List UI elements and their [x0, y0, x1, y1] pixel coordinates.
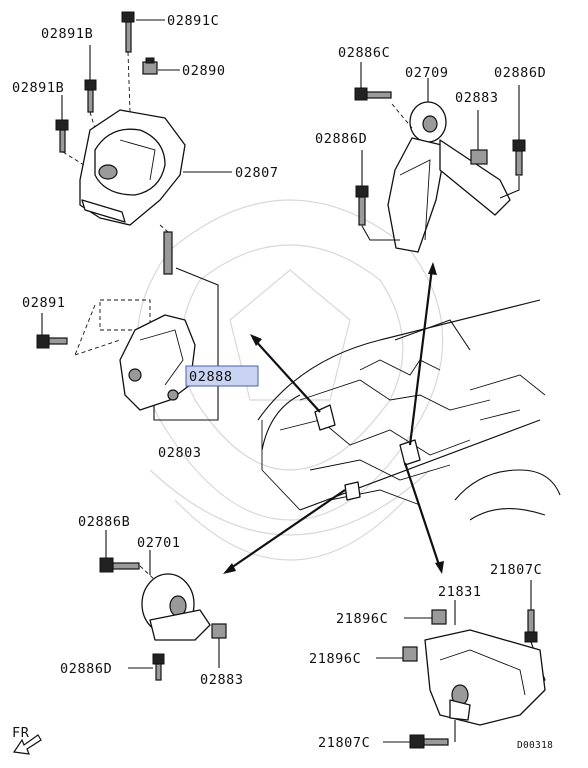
- nut-02883-second-icon: [211, 623, 227, 639]
- bolt-02886d-second-icon: [355, 185, 369, 226]
- bolt-02891b-second-icon: [55, 119, 69, 153]
- mount-bracket-02803: [36, 299, 196, 411]
- diagram-id: D00318: [517, 740, 553, 751]
- highlight-02888: [185, 365, 259, 387]
- label-02890: 02890: [182, 63, 226, 79]
- label-02891: 02891: [22, 295, 66, 311]
- label-02891b: 02891B: [41, 26, 93, 42]
- label-02888: 02888: [189, 369, 233, 385]
- front-mount-02701: [99, 530, 227, 681]
- label-02886b: 02886B: [78, 514, 130, 530]
- label-02891b-second: 02891B: [12, 80, 64, 96]
- bolt-02891b-icon: [84, 79, 97, 113]
- label-02891c: 02891C: [167, 13, 219, 29]
- label-02803: 02803: [158, 445, 202, 461]
- front-indicator-label: FR: [12, 725, 30, 741]
- label-02886d-second: 02886D: [315, 131, 367, 147]
- label-21831: 21831: [438, 584, 482, 600]
- rear-mount-bracket-02709: [354, 62, 526, 253]
- nut-02883-icon: [470, 149, 488, 165]
- nut-02890-icon: [142, 57, 158, 75]
- label-21807c: 21807C: [490, 562, 542, 578]
- bolt-21807c-icon: [524, 609, 538, 643]
- label-02883: 02883: [455, 90, 499, 106]
- bolt-02891c-icon: [121, 11, 135, 53]
- bolt-02891-icon: [36, 334, 68, 349]
- label-21896c-second: 21896C: [309, 651, 361, 667]
- label-21807c-second: 21807C: [318, 735, 370, 751]
- front-direction-arrow-icon: [12, 734, 42, 755]
- upper-engine-mount-assembly: [55, 11, 232, 226]
- label-02886d-third: 02886D: [60, 661, 112, 677]
- leader-arrows: [223, 262, 444, 574]
- label-02883-second: 02883: [200, 672, 244, 688]
- bolt-02886b-icon: [99, 557, 140, 573]
- bolt-02886d-icon: [512, 139, 526, 176]
- label-02886c: 02886C: [338, 45, 390, 61]
- label-21896c: 21896C: [336, 611, 388, 627]
- engine-bay-outline: [257, 299, 561, 521]
- mount-stud: [153, 224, 219, 421]
- label-02886d: 02886D: [494, 65, 546, 81]
- label-02701: 02701: [137, 535, 181, 551]
- bolt-21807c-second-icon: [409, 734, 449, 749]
- bolt-02886d-third-icon: [152, 653, 165, 681]
- transmission-mount-21831: [376, 580, 546, 749]
- label-02807: 02807: [235, 165, 279, 181]
- nut-21896c-icon: [431, 609, 447, 625]
- label-02709: 02709: [405, 65, 449, 81]
- nut-21896c-second-icon: [402, 646, 418, 662]
- bolt-02886c-icon: [354, 87, 392, 101]
